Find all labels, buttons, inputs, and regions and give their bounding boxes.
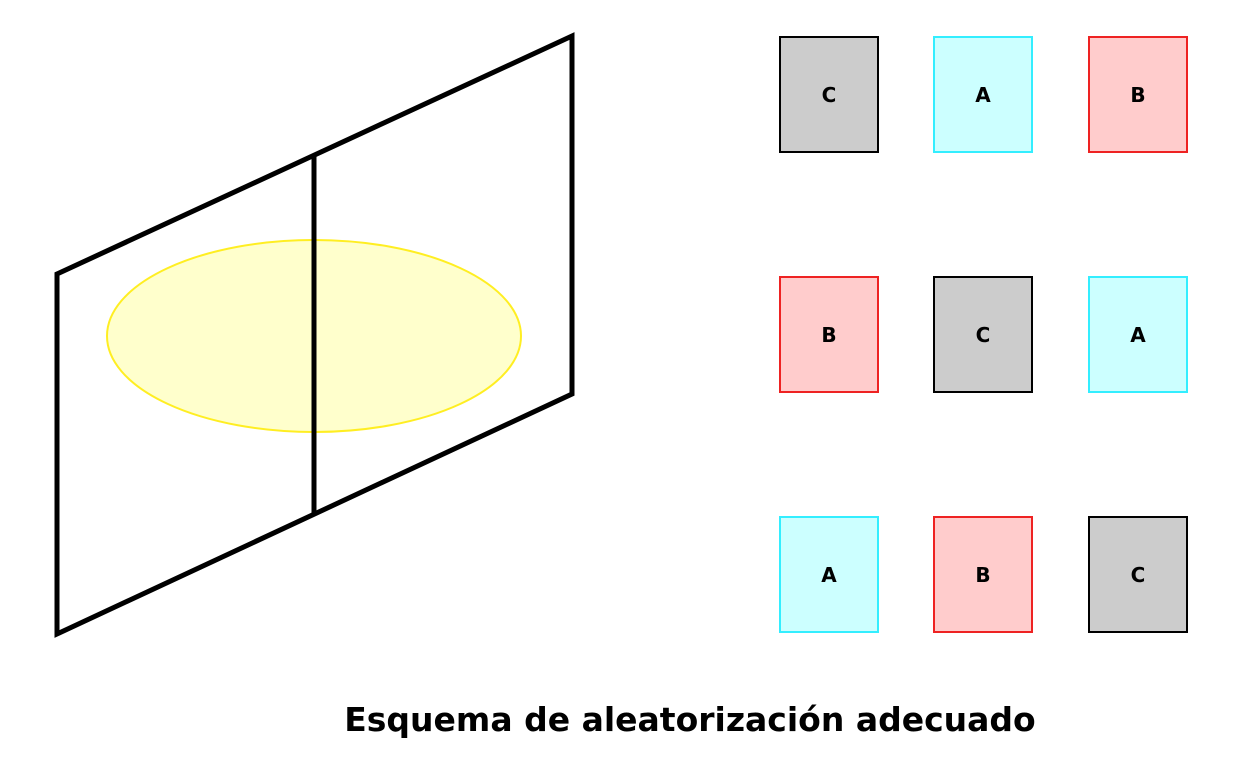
plot-treatment-c: C [779,36,879,153]
plot-treatment-b: B [779,276,879,393]
plot-treatment-a: A [779,516,879,633]
field-diagram [54,32,575,638]
plot-treatment-b: B [933,516,1033,633]
plot-treatment-c: C [1088,516,1188,633]
plot-treatment-c: C [933,276,1033,393]
plot-treatment-b: B [1088,36,1188,153]
plot-treatment-a: A [1088,276,1188,393]
plot-treatment-a: A [933,36,1033,153]
caption: Esquema de aleatorización adecuado [344,700,1036,739]
field-outline [54,32,575,638]
